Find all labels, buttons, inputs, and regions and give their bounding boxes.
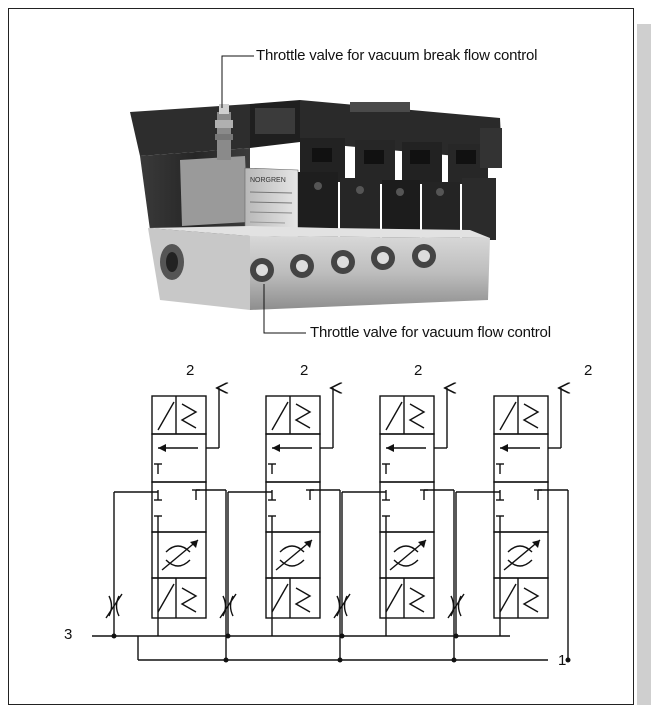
valve-symbol-4 (447, 388, 571, 663)
valve-symbol-1 (105, 388, 229, 663)
valve-symbol-2 (219, 388, 343, 663)
throttle-screw (215, 104, 233, 160)
leader-line-bottom (263, 284, 306, 334)
leader-line-top (221, 55, 254, 108)
page-side-shadow (637, 24, 651, 705)
svg-text:NORGREN: NORGREN (250, 177, 286, 184)
valve-symbol-3 (333, 388, 457, 663)
port-label-2-c: 2 (414, 362, 423, 379)
throttle-block (180, 156, 248, 226)
port-label-3: 3 (64, 626, 73, 643)
port-label-1: 1 (558, 652, 567, 669)
caption-vacuum-flow-throttle: Throttle valve for vacuum flow control (310, 324, 551, 341)
port-label-2-b: 2 (300, 362, 309, 379)
solenoid-heads (130, 100, 502, 184)
caption-vacuum-break-throttle: Throttle valve for vacuum break flow con… (256, 47, 538, 64)
figure-frame (8, 8, 634, 705)
port-label-2-a: 2 (186, 362, 195, 379)
port-label-2-d: 2 (584, 362, 593, 379)
nameplate: NORGREN (244, 167, 299, 239)
throttle-fittings (250, 244, 436, 282)
